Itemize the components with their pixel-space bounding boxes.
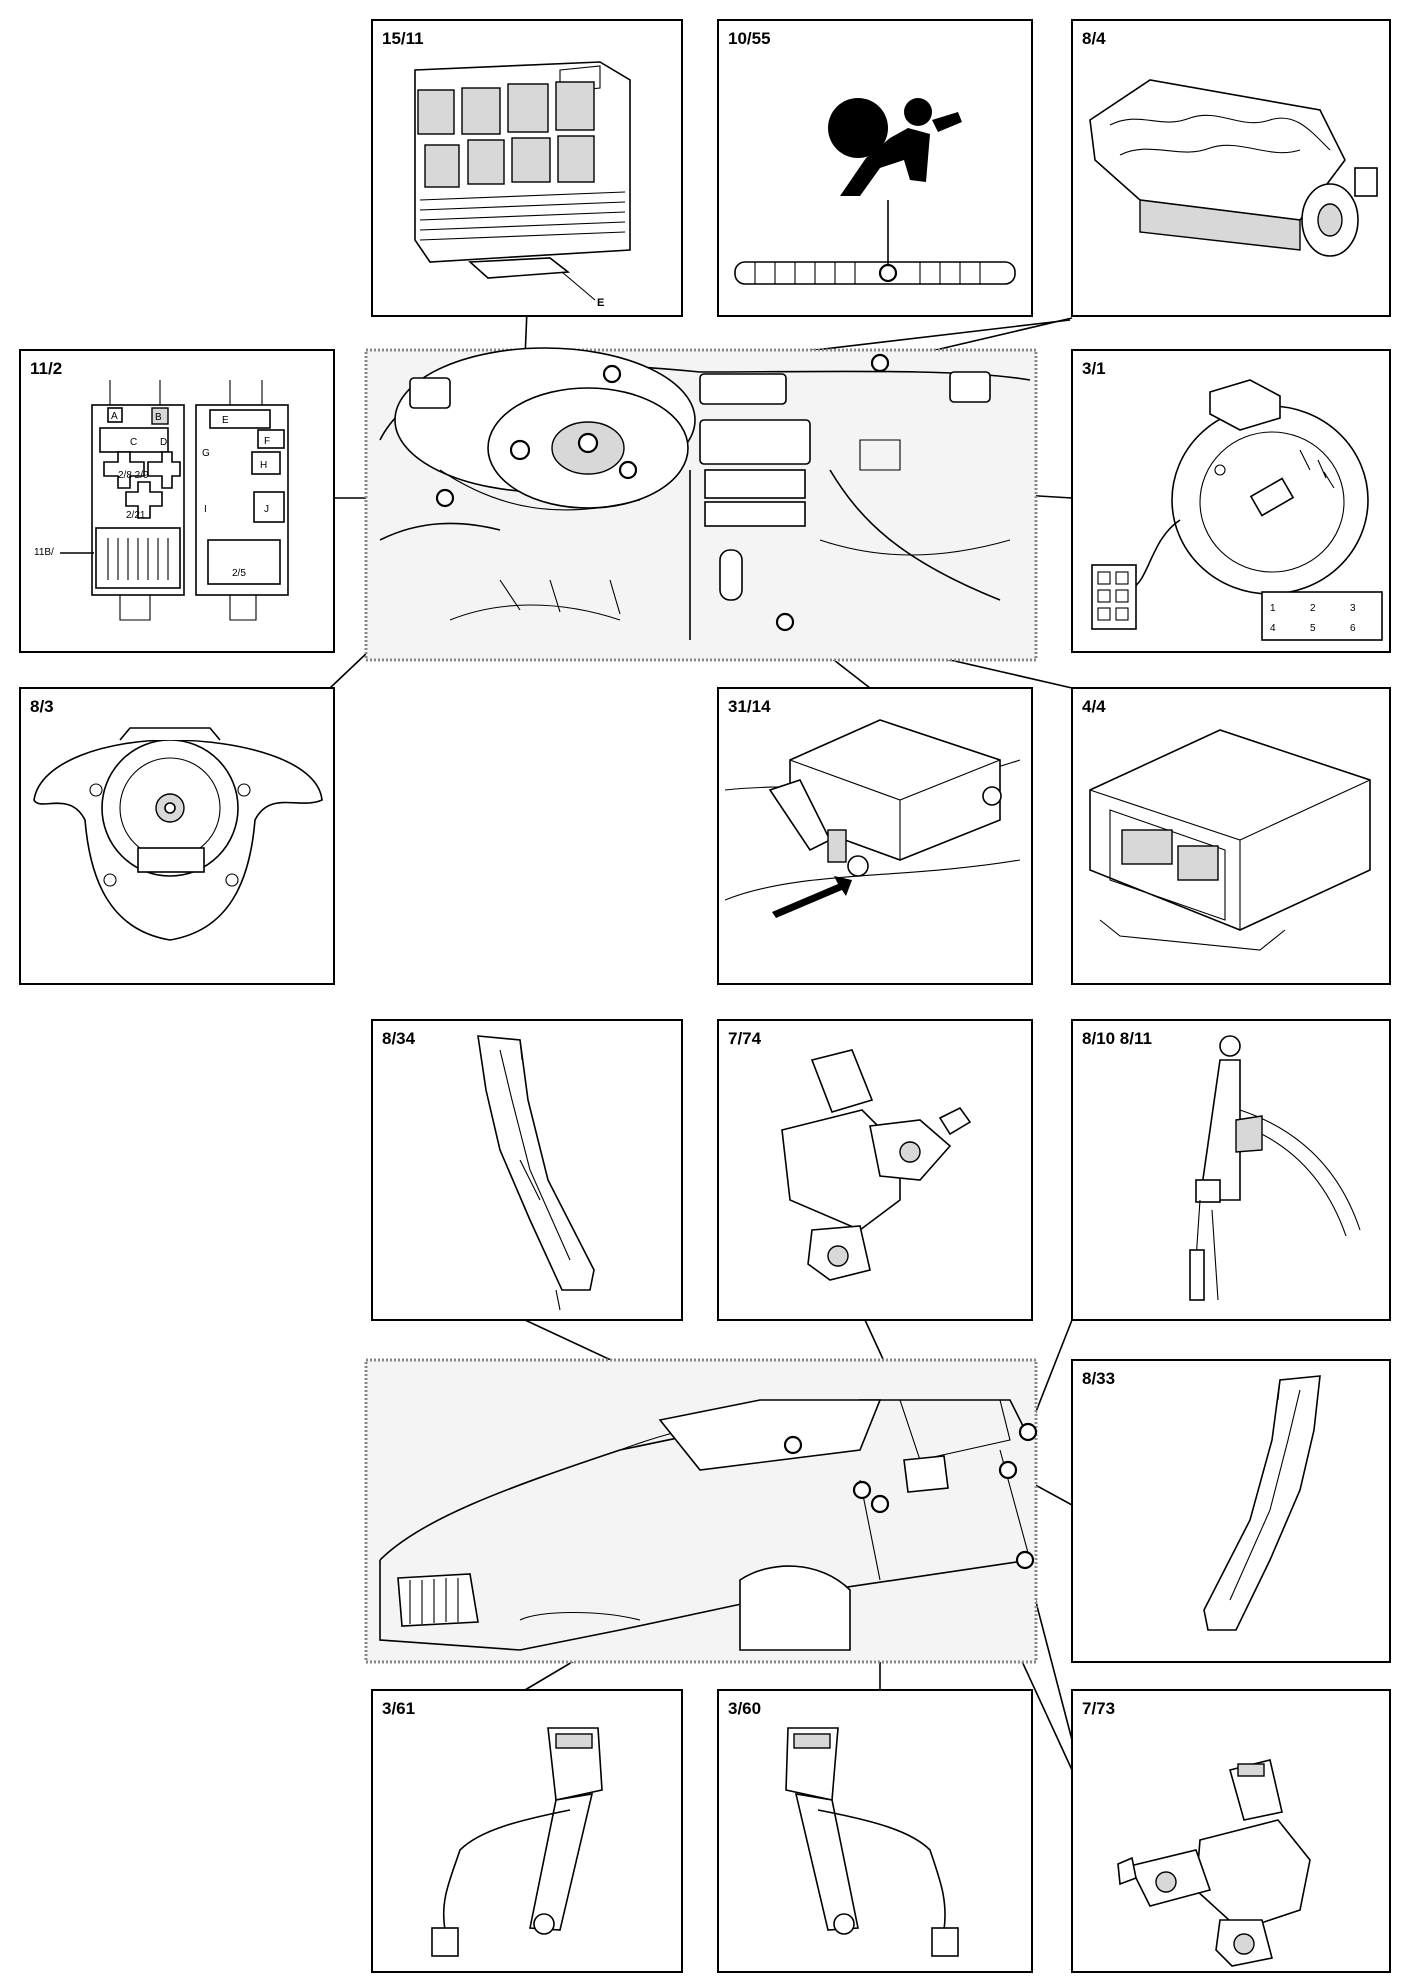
connector-pin-1: 1 [1270,603,1276,614]
panel-label-8-34: 8/34 [382,1029,416,1048]
central-electrical-unit-left: A B C D 2/8 2/9 2/21 11B/ [34,380,185,621]
connector-pin-2: 2 [1310,603,1316,614]
panel-11-2: 11/2 A B C D 2/8 2/9 2/21 11B/ [19,349,335,653]
car-drawing [379,1399,1031,1651]
panel-label-15-11: 15/11 [382,29,424,48]
panel-8-10-8-11: 8/10 8/11 [1071,1019,1391,1321]
marker-fusebox [509,439,531,461]
marker-buckle-right [870,1494,890,1514]
panel-label-4-4: 4/4 [1082,697,1106,716]
car-scene [364,1358,1038,1664]
relay-b-label: B [155,412,162,423]
side-airbag-left-drawing [1203,1375,1321,1631]
relay-j-label: J [264,504,269,515]
connector-pin-5: 5 [1310,623,1316,634]
panel-3-60: 3/60 [717,1689,1033,1973]
marker-relay-centre [435,488,455,508]
panel-31-14: 31/14 [717,687,1033,985]
connector-pin-3: 3 [1350,603,1356,614]
fuse-relay-box-drawing: E [414,61,631,309]
passenger-airbag-drawing [1089,79,1378,257]
side-airbag-right-drawing [477,1035,595,1311]
panel-3-1: 3/1 1 2 3 4 5 6 [1071,349,1391,653]
marker-side-airbag-right [783,1435,803,1455]
panel-8-4: 8/4 [1071,19,1391,317]
panel-7-74: 7/74 [717,1019,1033,1321]
panel-label-7-73: 7/73 [1082,1699,1115,1718]
relay-c-label: C [130,437,137,448]
relay-d-label: D [160,437,167,448]
relay-h-label: H [260,460,267,471]
relay-2-8-2-9-label: 2/8 2/9 [118,470,149,481]
relay-g-label: G [202,448,210,459]
marker-sensor-right [1015,1550,1035,1570]
relay-e-label: E [222,415,229,426]
connector-pin-4: 4 [1270,623,1276,634]
panel-15-11: 15/11 E [371,19,683,317]
panel-label-11-2: 11/2 [30,359,62,378]
panel-3-61: 3/61 [371,1689,683,1973]
belt-tensioner-drawing [1189,1035,1361,1301]
relay-11b-label: 11B/ [34,547,54,558]
marker-control-module [775,612,795,632]
dashboard-scene [364,347,1038,662]
panel-label-3-60: 3/60 [728,1699,761,1718]
crash-sensor-left-drawing [781,1049,972,1281]
marker-passenger-airbag [870,353,890,373]
panel-7-73: 7/73 [1071,1689,1391,1973]
connector-pin-6: 6 [1350,623,1356,634]
panel-label-8-3: 8/3 [30,697,54,716]
panel-label-7-74: 7/74 [728,1029,762,1048]
marker-warning-lamp [602,364,622,384]
panel-label-3-1: 3/1 [1082,359,1106,378]
seatbelt-buckle-left-drawing [785,1727,959,1957]
panel-8-3: 8/3 [19,687,335,985]
panel-8-33: 8/33 [1071,1359,1391,1663]
marker-contact-reel [618,460,638,480]
crash-sensor-right-drawing [1117,1759,1311,1967]
panel-8-34: 8/34 [371,1019,683,1321]
panel-label-31-14: 31/14 [728,697,771,716]
marker-steering-airbag [577,432,599,454]
warning-lamp-strip [734,200,1016,285]
marker-side-airbag-left [998,1460,1018,1480]
panel-10-55: 10/55 [717,19,1033,317]
relay-a-label: A [111,411,118,422]
module-location-drawing [724,719,1021,918]
contact-reel-drawing: 1 2 3 4 5 6 [1091,379,1383,641]
relay-2-21-label: 2/21 [126,510,146,521]
marker-sensor-left [852,1480,872,1500]
panel-4-4: 4/4 [1071,687,1391,985]
panel-label-8-4: 8/4 [1082,29,1106,48]
panel-label-8-10-8-11: 8/10 8/11 [1082,1029,1152,1048]
callout-e-fusebox: E [597,297,604,309]
relay-2-5-label: 2/5 [232,568,246,579]
panel-label-10-55: 10/55 [728,29,771,48]
seatbelt-buckle-right-drawing [431,1727,603,1957]
marker-belt-tensioner [1018,1422,1038,1442]
steering-airbag-drawing [33,727,323,941]
relay-i-label: I [204,504,207,515]
srs-control-module-drawing [1089,729,1371,951]
airbag-warning-symbol-icon [828,98,962,196]
central-electrical-unit-right: E F G H I J 2/5 [195,380,289,621]
panel-label-8-33: 8/33 [1082,1369,1115,1388]
panel-label-3-61: 3/61 [382,1699,415,1718]
relay-f-label: F [264,436,270,447]
